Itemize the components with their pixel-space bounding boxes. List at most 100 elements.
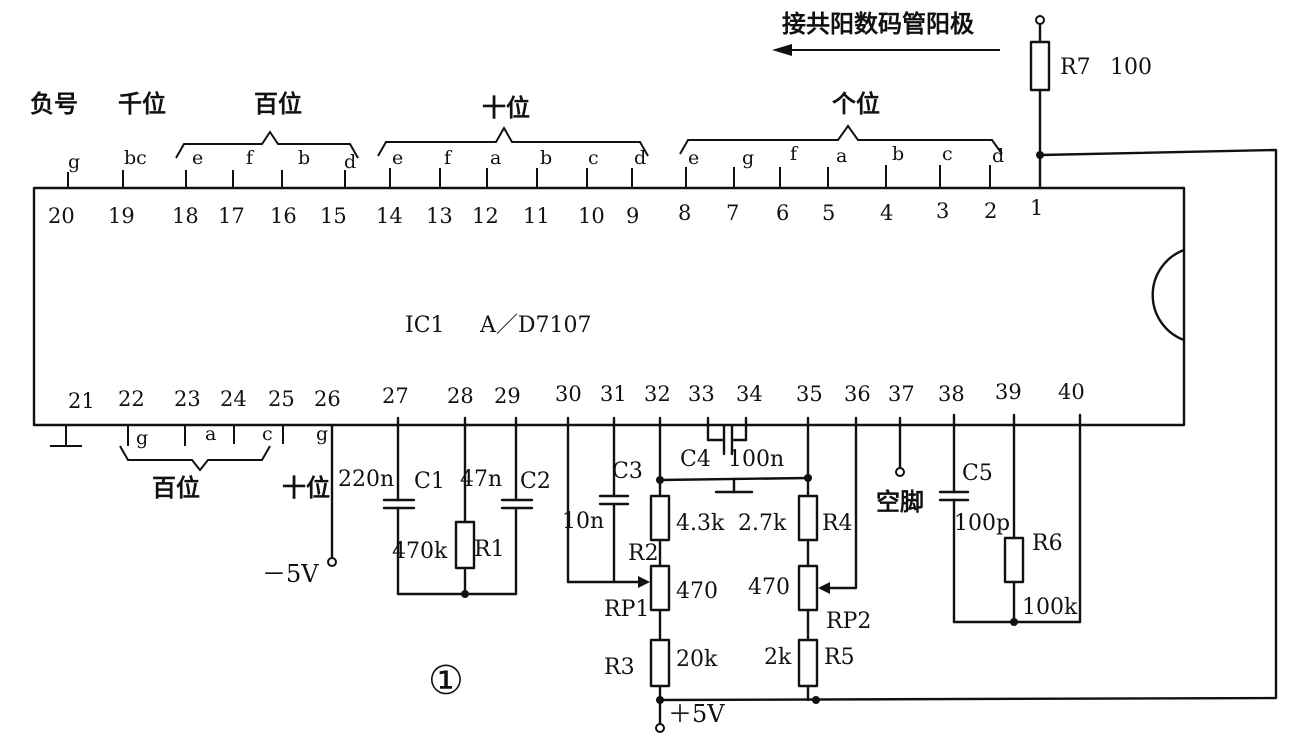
- ic-body: [32, 186, 1186, 427]
- pin-number: 1: [1030, 196, 1043, 220]
- ic-name: IC1: [405, 313, 445, 338]
- rp2-wiper-arrow: [818, 582, 830, 594]
- segment-label: c: [588, 147, 599, 169]
- r2-label: R2: [628, 541, 659, 566]
- resistor-r1: [454, 520, 476, 570]
- resistor-r7: [1029, 40, 1051, 92]
- pin-number: 20: [48, 204, 75, 228]
- pin-number: 2: [984, 199, 997, 223]
- r7-label: R7: [1060, 55, 1091, 80]
- r5-label: R5: [824, 645, 855, 670]
- c4-value: 100n: [728, 447, 784, 472]
- r2-value: 4.3k: [676, 511, 725, 536]
- bottom-pin-numbers: 21 22 23 24 25 26 27 28 29 30 31 32 33 3…: [68, 380, 1085, 413]
- r4-value: 2.7k: [738, 511, 787, 536]
- common-anode-note: 接共阳数码管阳极: [782, 9, 974, 38]
- junction-dot: [1010, 618, 1018, 626]
- segment-label: g: [136, 427, 148, 449]
- pin-number: 7: [726, 201, 739, 225]
- pin-number: 23: [174, 387, 201, 411]
- segment-label: e: [688, 147, 699, 169]
- top-segment-labels: g bc e f b d e f a b c d e g f a b c d: [68, 143, 1004, 173]
- bottom-pin-stubs: [50, 425, 284, 447]
- pin-number: 38: [938, 382, 965, 406]
- brace-tens: [377, 125, 649, 157]
- pin-number: 3: [936, 199, 949, 223]
- segment-label: b: [298, 147, 310, 169]
- potentiometer-rp2: [797, 564, 819, 612]
- brace-hundreds-bottom: [119, 445, 271, 472]
- junction-dot: [812, 696, 820, 704]
- segment-label: b: [540, 147, 552, 169]
- pin-number: 31: [600, 382, 627, 406]
- brace-units: [679, 124, 1003, 155]
- r6-label: R6: [1032, 531, 1063, 556]
- junction-dot: [461, 590, 469, 598]
- pin-number: 6: [776, 201, 789, 225]
- segment-label: f: [790, 143, 799, 165]
- rp2-value: 470: [748, 575, 790, 600]
- rp1-wiper-arrow: [638, 576, 650, 588]
- segment-label: g: [316, 423, 328, 445]
- figure-number: ①: [428, 658, 464, 704]
- neg-supply-terminal: [327, 557, 337, 567]
- segment-label: g: [742, 147, 754, 169]
- pin-number: 19: [108, 204, 135, 228]
- pin-number: 32: [644, 382, 671, 406]
- potentiometer-rp1: [649, 564, 671, 612]
- pin-number: 37: [888, 382, 915, 406]
- resistor-r2: [649, 494, 671, 542]
- resistor-r4: [797, 494, 819, 542]
- tens-label: 十位: [482, 93, 530, 122]
- resistor-r6: [1003, 536, 1025, 584]
- segment-label: d: [992, 145, 1004, 167]
- pin-number: 8: [678, 201, 691, 225]
- junction-dot: [656, 696, 664, 704]
- segment-label: a: [205, 423, 216, 445]
- resistor-r3: [649, 638, 671, 688]
- ic-part: A／D7107: [479, 313, 592, 338]
- pin-number: 4: [880, 201, 893, 225]
- brace-hundreds: [175, 130, 359, 159]
- segment-label: d: [344, 151, 356, 173]
- c2-label: C2: [520, 469, 551, 494]
- segment-label: e: [192, 147, 203, 169]
- pin-number: 10: [578, 204, 605, 228]
- c3-value: 10n: [562, 509, 604, 534]
- nc-terminal: [895, 467, 905, 477]
- pin-number: 40: [1058, 380, 1085, 404]
- thousands-label: 千位: [118, 89, 166, 118]
- r7-value: 100: [1110, 55, 1152, 80]
- top-pin-stubs: [67, 165, 991, 188]
- rp2-label: RP2: [826, 609, 871, 634]
- pin-number: 21: [68, 389, 95, 413]
- rp1-value: 470: [676, 579, 718, 604]
- hundreds-bottom-label: 百位: [152, 473, 200, 502]
- pin-number: 28: [447, 384, 474, 408]
- r4-label: R4: [822, 511, 853, 536]
- pin-number: 27: [382, 384, 409, 408]
- nc-label: 空脚: [876, 487, 924, 516]
- pin-number: 30: [555, 382, 582, 406]
- c2-value: 47n: [460, 467, 502, 492]
- pin-number: 36: [844, 382, 871, 406]
- anode-arrow-head: [772, 44, 792, 56]
- ic-notch: [1151, 248, 1186, 342]
- units-label: 个位: [832, 89, 880, 118]
- segment-label: e: [392, 147, 403, 169]
- pin-number: 12: [472, 204, 499, 228]
- pin1-to-supply-wire: [658, 148, 1278, 702]
- pin-number: 17: [218, 204, 245, 228]
- segment-label: a: [836, 145, 847, 167]
- segment-label: g: [68, 151, 80, 173]
- segment-label: a: [490, 147, 501, 169]
- tens-bottom-label: 十位: [282, 473, 330, 502]
- pin-number: 15: [320, 204, 347, 228]
- r3-label: R3: [604, 655, 635, 680]
- c3-label: C3: [612, 459, 643, 484]
- pin-number: 14: [376, 204, 403, 228]
- pin-number: 11: [523, 204, 550, 228]
- r5-value: 2k: [764, 645, 792, 670]
- pin-number: 24: [220, 387, 247, 411]
